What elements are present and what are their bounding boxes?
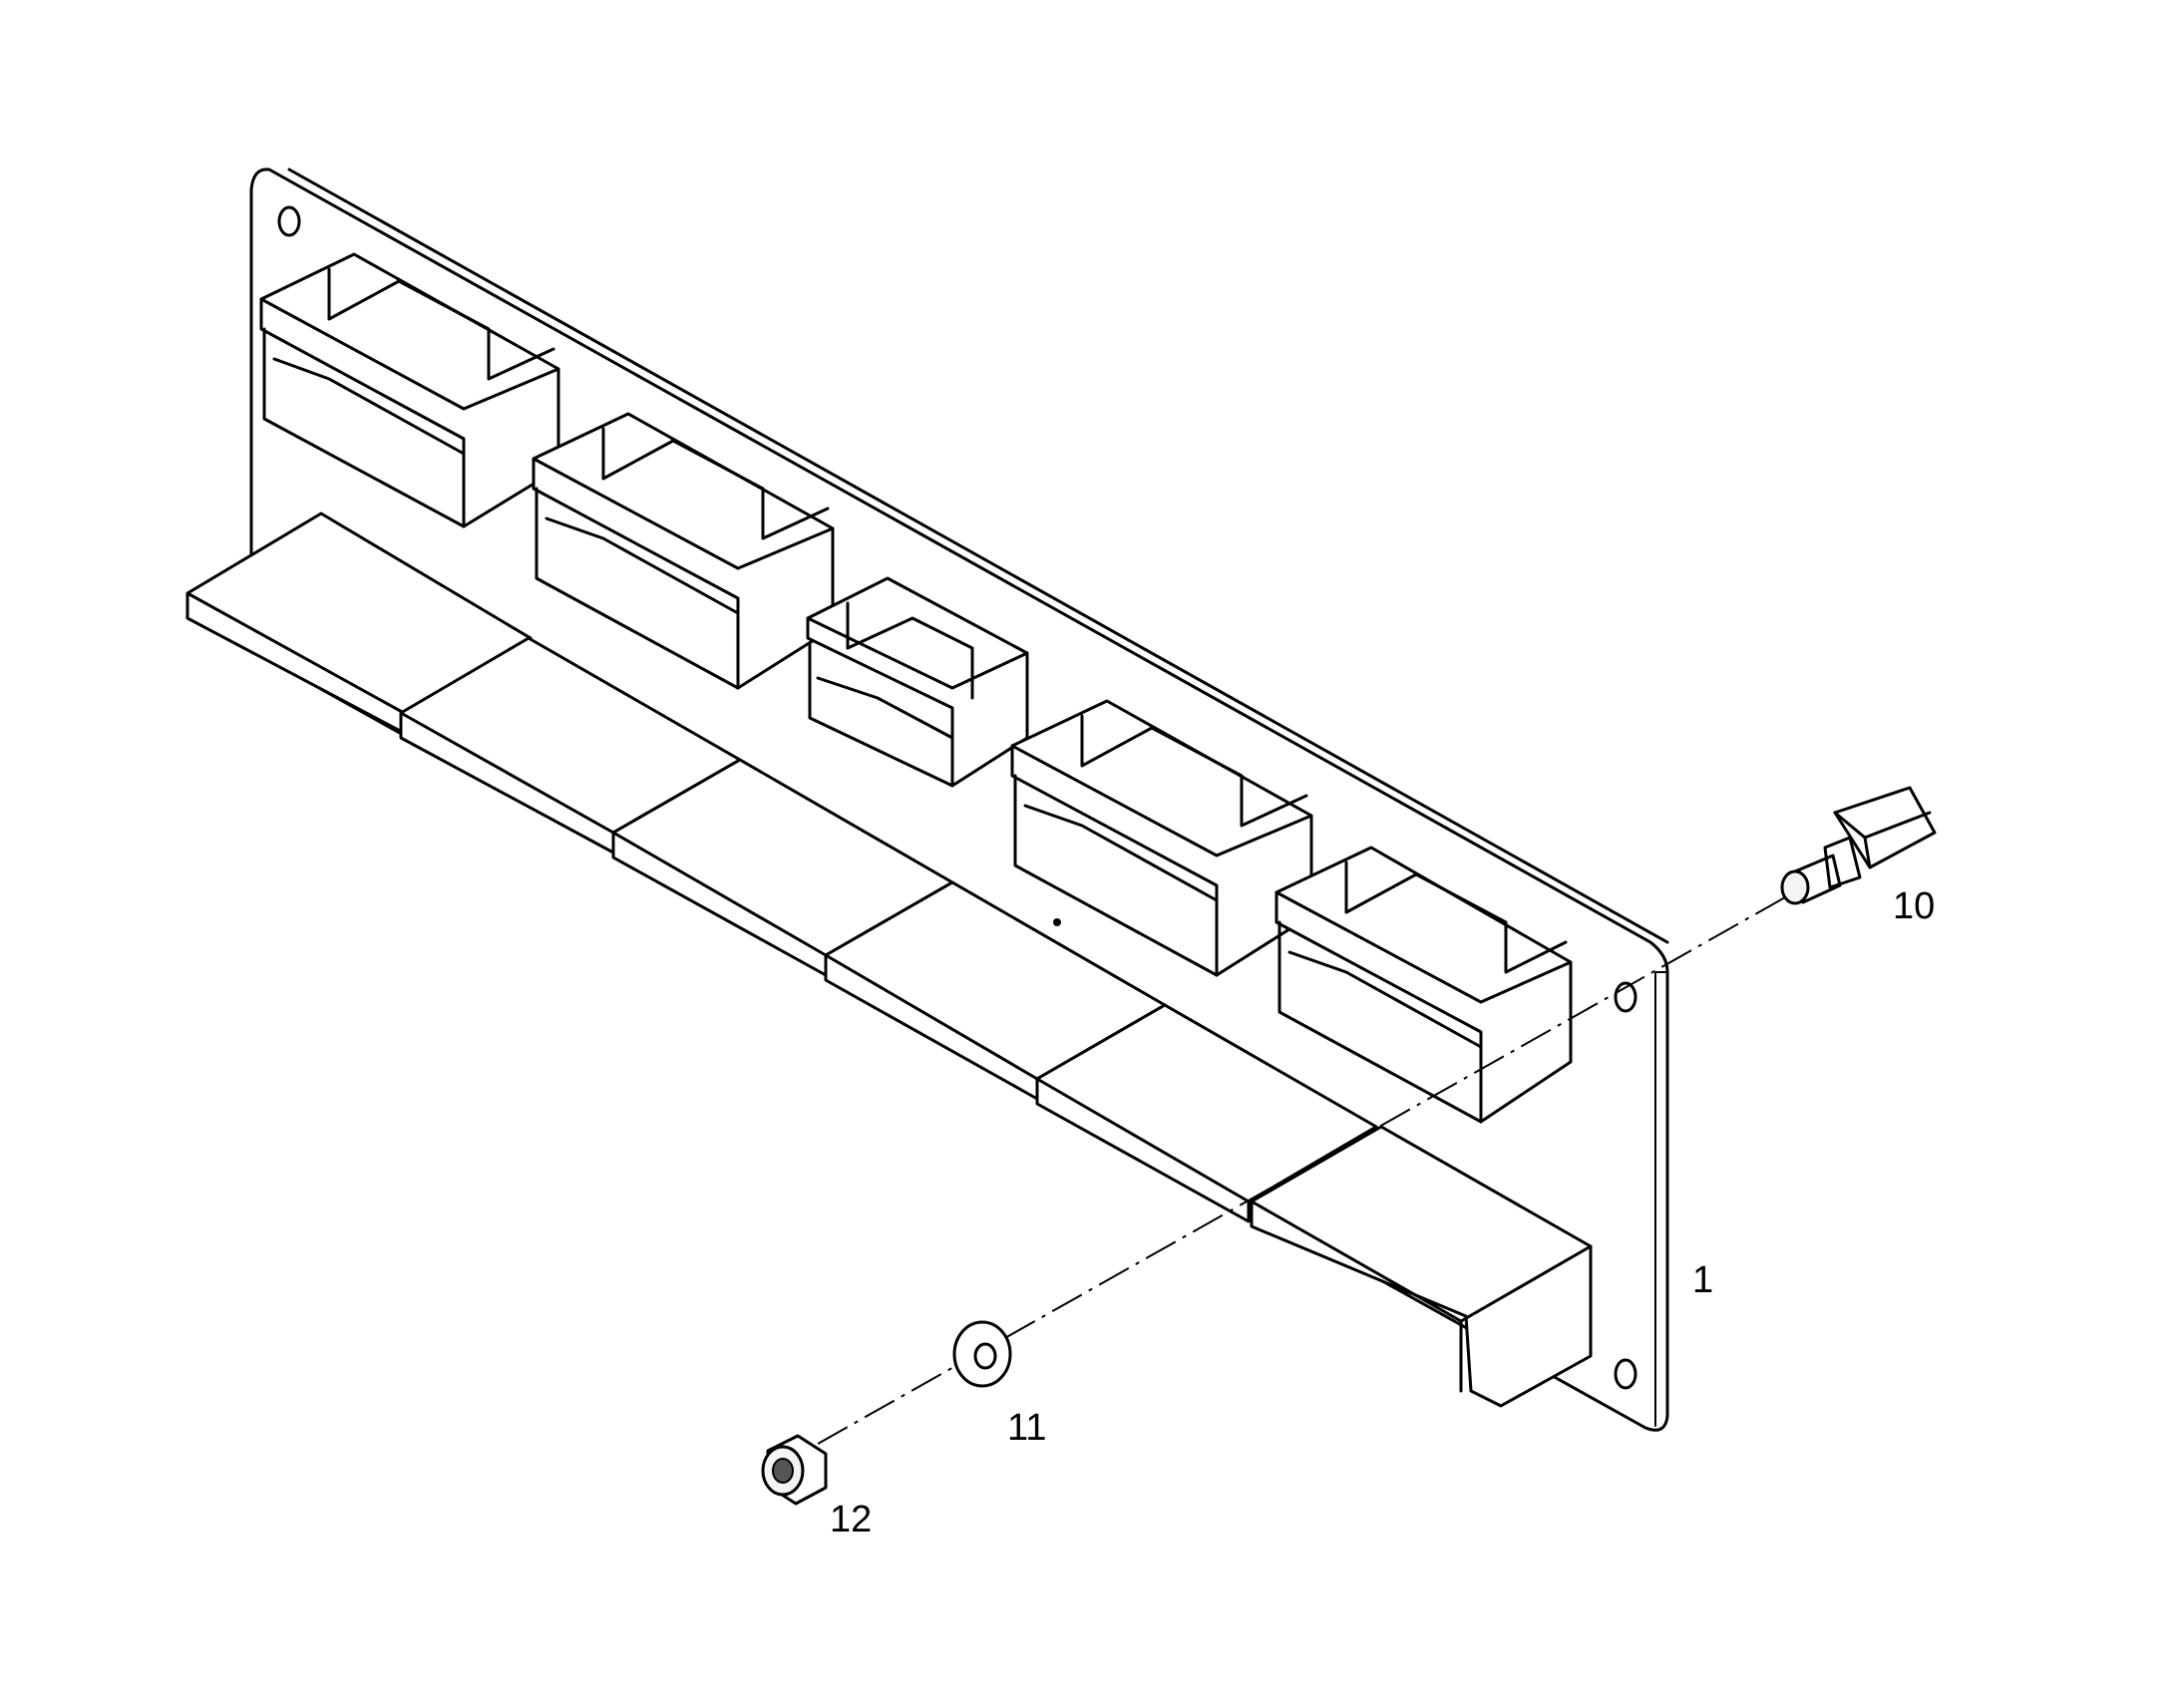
mounting-hole-bottom-right <box>1614 1358 1637 1390</box>
assembly-center-line <box>787 896 1786 1462</box>
lock-nut <box>761 1434 828 1506</box>
mounting-hole-top-left <box>277 205 301 237</box>
relay-block-6 <box>1250 1125 1593 1408</box>
threaded-stud <box>1780 786 1937 905</box>
mounting-hole-right <box>1614 981 1637 1013</box>
relay-block-row <box>185 512 1593 1408</box>
plate-marker-dot <box>1053 918 1061 926</box>
callout-washer: 11 <box>1007 1407 1047 1449</box>
callout-nut: 12 <box>830 1499 873 1540</box>
connector-housing-1 <box>259 252 560 528</box>
flat-washer <box>952 1320 1012 1388</box>
connector-housing-3 <box>806 576 1029 788</box>
callout-plate: 1 <box>1692 1259 1714 1301</box>
connector-housing-2 <box>532 412 835 690</box>
connector-housing-4 <box>1010 699 1313 977</box>
callout-stud: 10 <box>1893 885 1936 927</box>
connector-housing-5 <box>1274 846 1573 1124</box>
